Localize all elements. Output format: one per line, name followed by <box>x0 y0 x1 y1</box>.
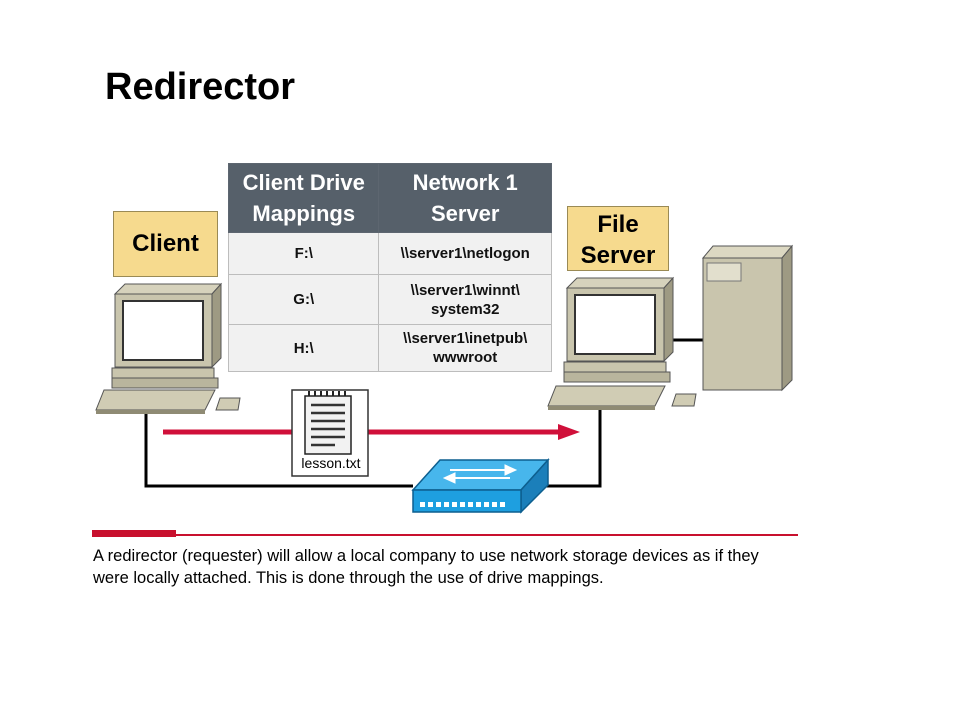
page-title: Redirector <box>105 66 296 108</box>
network-switch-icon <box>411 458 550 514</box>
description-text: A redirector (requester) will allow a lo… <box>93 547 759 587</box>
divider-accent <box>92 530 176 537</box>
transfer-arrow-icon <box>163 424 580 440</box>
table-row: G:\ \\server1\winnt\ system32 <box>227 274 552 325</box>
header-network-server: Network 1 Server <box>378 163 552 233</box>
drive-letter: F:\ <box>227 232 380 275</box>
divider <box>92 534 798 536</box>
server-computer-icon <box>547 276 697 410</box>
file-name-label: lesson.txt <box>301 455 361 471</box>
server-path: \\server1\winnt\ system32 <box>378 274 552 325</box>
drive-letter: G:\ <box>227 274 380 325</box>
drive-mapping-table: Client Drive Mappings Network 1 Server F… <box>227 163 552 372</box>
header-client-drive-mappings: Client Drive Mappings <box>227 163 380 233</box>
document-icon <box>291 389 369 477</box>
client-computer-icon <box>95 282 241 414</box>
drive-letter: H:\ <box>227 324 380 372</box>
file-server-tower-icon <box>701 244 794 392</box>
client-label: Client <box>113 211 218 277</box>
table-row: F:\ \\server1\netlogon <box>227 232 552 275</box>
table-row: H:\ \\server1\inetpub\ wwwroot <box>227 324 552 372</box>
network-cable <box>144 410 413 488</box>
file-server-label: File Server <box>567 206 669 271</box>
network-cable-server <box>543 410 602 488</box>
server-path: \\server1\netlogon <box>378 232 552 275</box>
server-path: \\server1\inetpub\ wwwroot <box>378 324 552 372</box>
